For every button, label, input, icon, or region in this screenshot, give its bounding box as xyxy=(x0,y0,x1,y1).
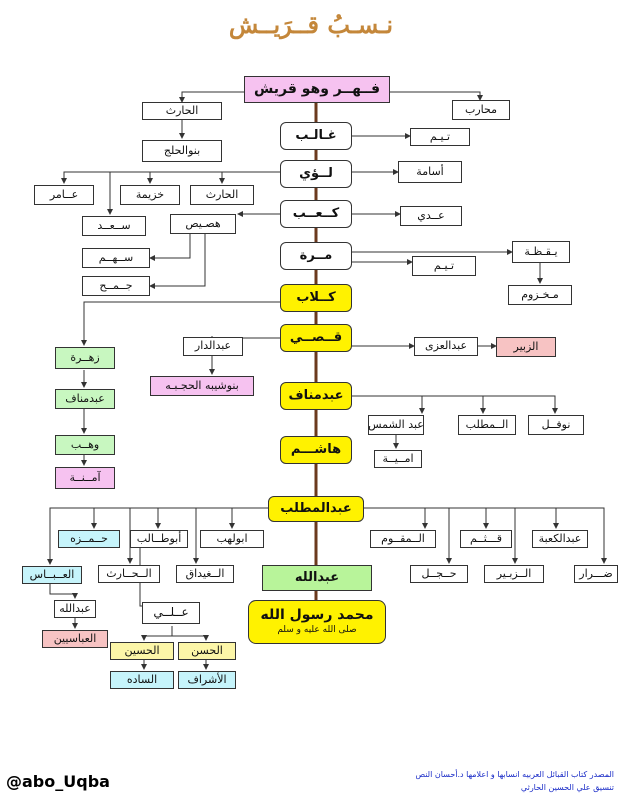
author-handle: @abo_Uqba xyxy=(6,772,110,791)
node-abdalmuttalib: عبدالمطلب xyxy=(268,496,364,522)
node-jumah: جــمــح xyxy=(82,276,150,296)
page-title: نـسـبُ قــرَيــش xyxy=(228,10,394,39)
node-abdaluzza: عبدالعزى xyxy=(414,337,478,356)
node-abdaldar: عبدالدار xyxy=(183,337,243,356)
node-khuzayma: خزيمة xyxy=(120,185,180,205)
node-ghaydaq: الــغيداق xyxy=(176,565,234,583)
source-credit: المصدر كتاب القبائل العربيه انسابها و اع… xyxy=(415,768,614,794)
node-qutham: قـــثــم xyxy=(460,530,512,548)
node-abdmanaf-1: عبدمناف xyxy=(55,389,115,409)
node-harith-2: الحارث xyxy=(190,185,254,205)
node-husayn: الحسين xyxy=(110,642,174,660)
node-adi: عــدي xyxy=(400,206,462,226)
node-amina: آمــنــة xyxy=(55,467,115,489)
node-abdalkaaba: عبدالكعبة xyxy=(532,530,588,548)
node-almuqawwim: الــمقــوم xyxy=(370,530,436,548)
node-banu-alhalj: بنوالحلج xyxy=(142,140,222,162)
node-fihr: فــهــر وهو قريش xyxy=(244,76,390,103)
node-abulahab: ابولهب xyxy=(200,530,264,548)
node-abdullah-abbas: عبدالله xyxy=(54,600,96,618)
muhammad-name: محمد رسول الله xyxy=(260,607,374,624)
node-hajl: حــجــل xyxy=(410,565,468,583)
node-taym-2: تـيـم xyxy=(412,256,476,276)
node-ali: عــلــي xyxy=(142,602,200,624)
node-murra: مــرة xyxy=(280,242,352,270)
node-harith-3: الــحــارث xyxy=(98,565,160,583)
node-umayya: امــيــة xyxy=(374,450,422,468)
node-nawfal: نوفــل xyxy=(528,415,584,435)
node-usama: أسامة xyxy=(398,161,462,183)
node-wahb: وهــب xyxy=(55,435,115,455)
node-husays: هصـيص xyxy=(170,214,236,234)
node-abutalib: أبوطــالب xyxy=(130,530,188,548)
node-abbas: العــبــاس xyxy=(22,566,82,584)
node-muharib: محارب xyxy=(452,100,510,120)
node-taym-1: تـيـم xyxy=(410,128,470,146)
node-sada: الساده xyxy=(110,671,174,689)
node-ghalib: غـالـب xyxy=(280,122,352,150)
node-abbasiyyin: العباسيين xyxy=(42,630,108,648)
node-zuhra: زهــرة xyxy=(55,347,115,369)
source-line-2: تنسيق علي الحسين الحارثي xyxy=(520,783,614,792)
node-abdshams: عبد الشمس xyxy=(368,415,424,435)
node-muttalib: الــمطلب xyxy=(458,415,516,435)
node-zubayr-1: الزبير xyxy=(496,337,556,357)
node-sahm: ســهــم xyxy=(82,248,150,268)
node-harith-1: الحارث xyxy=(142,102,222,120)
node-hasan: الحسن xyxy=(178,642,236,660)
node-dirar: ضـــرار xyxy=(574,565,618,583)
node-zubayr-2: الــزبـير xyxy=(484,565,544,583)
node-yaqaza: يـقـظـة xyxy=(512,241,570,263)
source-line-1: المصدر كتاب القبائل العربيه انسابها و اع… xyxy=(415,770,614,779)
node-hashim: هاشـــم xyxy=(280,436,352,464)
muhammad-salutation: صلى الله عليه و سلم xyxy=(277,624,357,635)
node-kilab: كــلاب xyxy=(280,284,352,312)
node-abdullah: عبدالله xyxy=(262,565,372,591)
node-ashraf: الأشراف xyxy=(178,671,236,689)
node-banushayba: بنوشيبه الحجـبـه xyxy=(150,376,254,396)
node-makhzum: مـخـزوم xyxy=(508,285,572,305)
node-saad: ســعــد xyxy=(82,216,146,236)
node-amir: عــامر xyxy=(34,185,94,205)
node-muhammad: محمد رسول الله صلى الله عليه و سلم xyxy=(248,600,386,644)
node-abdmanaf: عبدمناف xyxy=(280,382,352,410)
node-qusay: قــصــي xyxy=(280,324,352,352)
node-hamza: حــمــزه xyxy=(58,530,120,548)
node-kaab: كــعــب xyxy=(280,200,352,228)
node-luay: لــؤي xyxy=(280,160,352,188)
